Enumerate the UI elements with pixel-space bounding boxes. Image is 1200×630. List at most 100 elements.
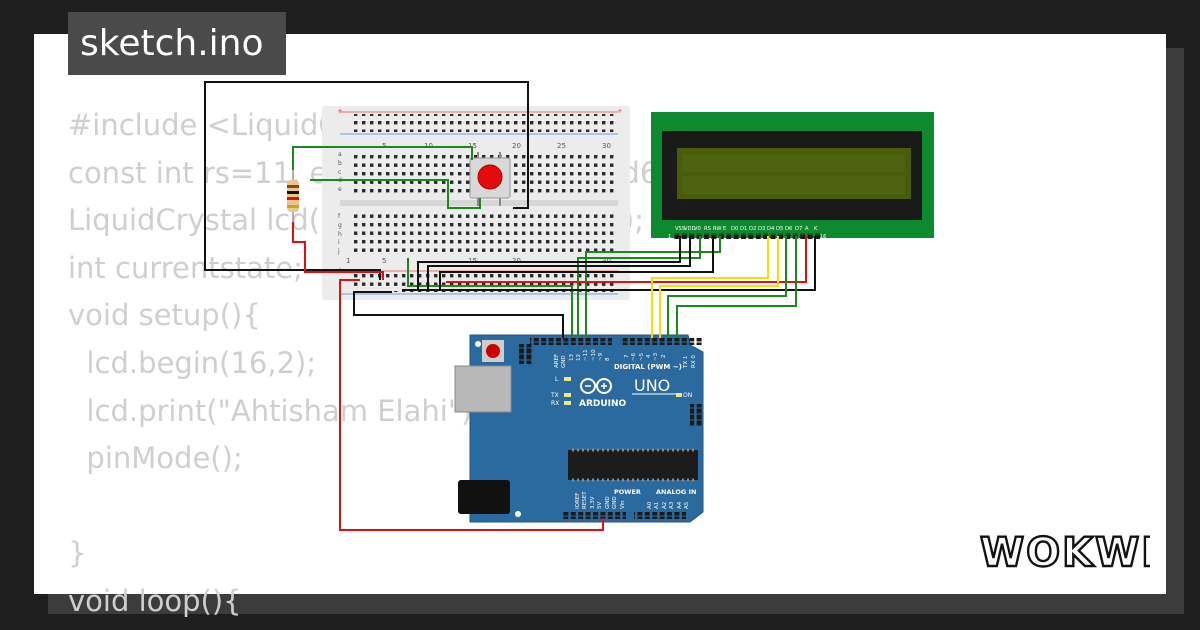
arduino-pin-label: TX 1 bbox=[683, 356, 689, 369]
lcd-pin-label: D4 bbox=[767, 226, 775, 232]
wokwi-logo-text: WOKWI bbox=[980, 530, 1150, 576]
lcd-pin-label: D6 bbox=[785, 226, 792, 232]
arduino-analog-label: ANALOG IN bbox=[656, 488, 696, 496]
arduino-pin-label: GND bbox=[561, 355, 567, 368]
breadboard-row-letter: g bbox=[338, 222, 342, 229]
resistor bbox=[287, 170, 299, 222]
lcd-pin-label: D5 bbox=[776, 226, 783, 232]
wire-red bbox=[292, 222, 384, 280]
pushbutton[interactable] bbox=[469, 152, 511, 206]
wire-green bbox=[577, 236, 701, 338]
wire-yellow bbox=[651, 236, 769, 338]
arduino-pin-label: AREF bbox=[554, 354, 560, 368]
arduino-pin-label: GND bbox=[612, 496, 618, 509]
lcd-pin-label: RS bbox=[704, 226, 711, 232]
code-line: void setup(){ bbox=[68, 298, 261, 333]
arduino-pin-label: ~3 bbox=[653, 352, 659, 361]
wire-green bbox=[667, 236, 787, 338]
code-line: } bbox=[68, 536, 87, 571]
breadboard-row-letter: e bbox=[338, 186, 342, 193]
arduino-pin-label: A0 bbox=[647, 501, 653, 509]
breadboard-row-letter: f bbox=[338, 213, 341, 220]
arduino-pin-label: 5V bbox=[597, 502, 603, 509]
lcd-pin-label: K bbox=[814, 226, 818, 232]
arduino-pin-label: 13 bbox=[569, 354, 575, 361]
arduino-pin-label: IOREF bbox=[575, 493, 581, 509]
arduino-pin-label: 3.3V bbox=[590, 496, 596, 509]
arduino-pin-label: GND bbox=[605, 496, 611, 509]
arduino-pin-label: 12 bbox=[576, 354, 582, 361]
arduino-model-label: UNO bbox=[634, 376, 670, 395]
arduino-led-label: TX bbox=[550, 392, 559, 399]
arduino-pin-label: 2 bbox=[661, 355, 667, 359]
code-line: lcd.begin(16,2); bbox=[68, 345, 317, 380]
wire-green bbox=[585, 236, 721, 338]
arduino-pin-label: Vin bbox=[620, 500, 626, 509]
wires bbox=[204, 81, 816, 531]
wire-green bbox=[310, 179, 481, 209]
lcd-pin-label: D2 bbox=[749, 226, 756, 232]
lcd-pin-number: 1 bbox=[668, 234, 671, 240]
lcd-pin-label: A bbox=[805, 226, 809, 232]
breadboard-col-number: 25 bbox=[557, 142, 566, 150]
breadboard-col-number: 5 bbox=[382, 257, 386, 265]
wire-yellow bbox=[659, 236, 779, 338]
lcd-pin-label: D0 bbox=[731, 226, 738, 232]
breadboard-row-letter: h bbox=[338, 231, 342, 238]
arduino-pin-label: ~5 bbox=[639, 352, 645, 361]
arduino-pin-label: A5 bbox=[684, 501, 690, 509]
arduino-pin-label: A4 bbox=[677, 501, 683, 509]
breadboard-row-letter: a bbox=[338, 151, 342, 158]
lcd-pin-label: D7 bbox=[795, 226, 802, 232]
arduino-digital-label: DIGITAL (PWM ~) bbox=[614, 363, 682, 371]
lcd-pin-label: VSS bbox=[675, 226, 685, 232]
wire-black bbox=[204, 81, 529, 280]
arduino-logo-icon bbox=[580, 378, 612, 394]
arduino-pin-label: RX 0 bbox=[691, 355, 697, 368]
breadboard: + + 5 10 15 20 25 30 a b c d e f g h i j… bbox=[322, 106, 630, 300]
wire-black bbox=[427, 236, 691, 290]
arduino-pin-label: A1 bbox=[654, 502, 660, 509]
lcd-pin-label: E bbox=[723, 226, 726, 232]
arduino-pin-label: ~6 bbox=[631, 352, 637, 361]
breadboard-row-letter: j bbox=[337, 248, 340, 255]
wire-red bbox=[446, 236, 807, 283]
arduino-pin-label: 8 bbox=[605, 357, 611, 361]
lcd-pin-label: RW bbox=[713, 226, 722, 232]
code-line: void loop(){ bbox=[68, 583, 242, 618]
arduino-pin-label: 7 bbox=[624, 354, 630, 358]
wokwi-logo: WOKWI bbox=[979, 529, 1150, 576]
arduino-pin-label: ~10 bbox=[591, 349, 597, 361]
arduino-pin-label: ~11 bbox=[583, 349, 589, 361]
arduino-pin-label: A3 bbox=[669, 501, 675, 509]
arduino-led-label: RX bbox=[551, 400, 559, 407]
sketch-file-name: sketch.ino bbox=[68, 12, 286, 75]
arduino-brand-label: ARDUINO bbox=[579, 399, 627, 409]
wire-green bbox=[676, 236, 797, 338]
wire-green bbox=[292, 146, 473, 170]
rail-plus-sign: + bbox=[337, 107, 343, 115]
arduino-led-label: L bbox=[555, 376, 559, 383]
lcd-pin-number: 16 bbox=[820, 234, 826, 240]
breadboard-col-number: 30 bbox=[602, 142, 611, 150]
arduino-pin-label: RESET bbox=[582, 491, 588, 509]
arduino-pin-label: A2 bbox=[662, 502, 668, 509]
arduino-on-label: ON bbox=[683, 392, 692, 399]
wire-black bbox=[353, 291, 564, 338]
rail-plus-sign: + bbox=[617, 107, 623, 115]
wire-black bbox=[439, 236, 714, 290]
breadboard-row-letter: b bbox=[338, 160, 342, 167]
lcd-display: 1 16 VSS VDD V0 RS RW E D0 D1 D2 D3 D4 D… bbox=[651, 112, 934, 240]
lcd-pin-label: D3 bbox=[758, 226, 765, 232]
arduino-pin-label: 4 bbox=[646, 354, 652, 358]
code-line: pinMode(); bbox=[68, 441, 243, 476]
lcd-pin-label: D1 bbox=[740, 226, 747, 232]
lcd-pin-label: V0 bbox=[694, 226, 701, 232]
lcd-pin-label: VDD bbox=[684, 226, 696, 232]
arduino-pin-label: ~9 bbox=[598, 352, 604, 361]
breadboard-row-letter: i bbox=[338, 239, 340, 246]
breadboard-col-number: 20 bbox=[512, 142, 521, 150]
wire-black bbox=[402, 236, 816, 291]
arduino-power-label: POWER bbox=[614, 488, 641, 496]
